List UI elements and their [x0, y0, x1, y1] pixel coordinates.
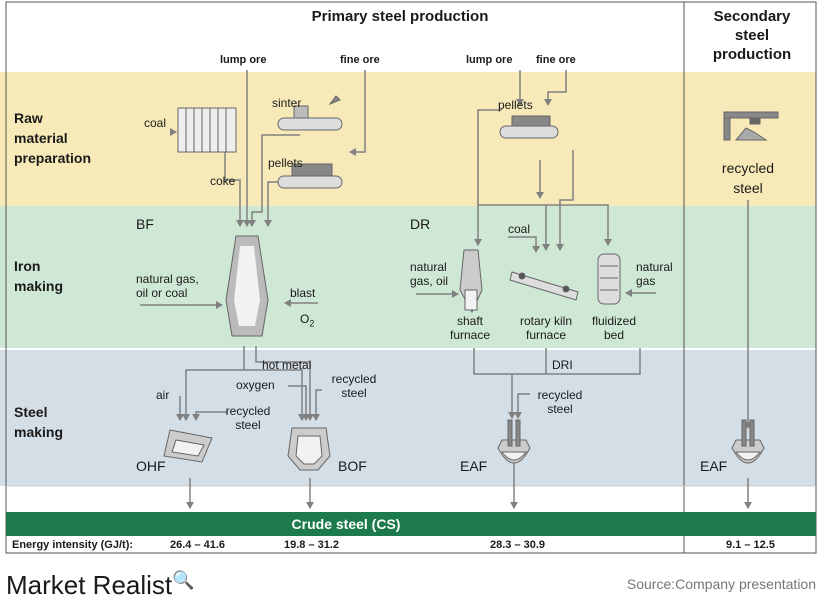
o2-subscript: 2 — [309, 318, 315, 329]
iron-making-band — [0, 206, 816, 348]
fine-ore-arrow-right — [544, 70, 567, 106]
lump-ore-label-right: lump ore — [466, 54, 513, 66]
fine-ore-label-left: fine ore — [340, 54, 380, 66]
source-note: Source:Company presentation — [626, 576, 816, 592]
dr-label: DR — [410, 216, 431, 232]
coal-label-dr: coal — [508, 222, 531, 236]
rotary-kiln-icon — [509, 271, 579, 301]
magnifier-icon: 🔍 — [172, 570, 195, 590]
natural-gas-label-right: natural gas — [636, 260, 673, 288]
pellet-plant-icon-left — [277, 163, 343, 189]
eaf-label: EAF — [460, 458, 488, 474]
dri-label: DRI — [552, 358, 573, 372]
shaft-furnace-label: shaft furnace — [449, 314, 491, 342]
ohf-furnace-icon — [163, 429, 213, 463]
eaf-secondary-label: EAF — [700, 458, 728, 474]
shaft-furnace-icon — [459, 249, 483, 314]
blast-label: blast — [290, 286, 316, 300]
crude-steel-bar: Crude steel (CS) — [6, 512, 816, 536]
coke-arrow — [224, 150, 244, 227]
sinter-label: sinter — [272, 96, 302, 110]
coal-label: coal — [144, 116, 167, 130]
ohf-label: OHF — [136, 458, 166, 474]
secondary-production-header: Secondary steel production — [712, 8, 792, 63]
energy-intensity-label: Energy intensity (GJ/t): — [12, 539, 134, 551]
energy-intensity-row: Energy intensity (GJ/t): 26.4 – 41.6 19.… — [6, 537, 816, 553]
sinter-plant-icon — [277, 95, 343, 131]
diagram-frame — [5, 1, 817, 554]
scrap-crane-icon — [723, 111, 779, 141]
stage-raw-material: Raw material preparation — [14, 110, 92, 166]
hot-metal-arrow — [255, 346, 314, 421]
air-label: air — [156, 388, 170, 402]
recycled-steel-label-2: recycled steel — [331, 372, 377, 400]
fluidized-bed-label: fluidized bed — [591, 314, 637, 342]
recycled-steel-label-3: recycled steel — [537, 388, 583, 416]
fine-ore-label-right: fine ore — [536, 54, 576, 66]
energy-value-bof: 19.8 – 31.2 — [284, 539, 340, 551]
lump-ore-label-left: lump ore — [220, 54, 267, 66]
recycled-steel-label-1: recycled steel — [225, 404, 271, 432]
brand-name: Market Realist — [6, 570, 173, 600]
brand-logo: Market Realist🔍 — [6, 570, 195, 601]
fluidized-bed-icon — [597, 253, 621, 305]
energy-value-secondary: 9.1 – 12.5 — [726, 539, 775, 551]
eaf-furnace-icon — [497, 419, 531, 464]
coke-label: coke — [210, 174, 236, 188]
natural-gas-oil-coal-label: natural gas, oil or coal — [136, 272, 199, 300]
eaf-secondary-icon — [731, 419, 765, 464]
oxygen-label: oxygen — [236, 378, 275, 392]
rotary-kiln-label: rotary kiln furnace — [519, 314, 572, 342]
bof-label: BOF — [338, 458, 367, 474]
energy-value-eaf: 28.3 – 30.9 — [490, 539, 546, 551]
primary-production-header: Primary steel production — [311, 8, 489, 25]
secondary-recycled-steel-label: recycled steel — [721, 160, 775, 196]
coal-arrow-right — [508, 236, 540, 253]
stage-steel-making: Steel making — [14, 404, 64, 440]
pellet-plant-icon-right — [499, 115, 559, 139]
bf-label: BF — [136, 216, 154, 232]
bof-converter-icon — [287, 427, 331, 471]
coke-oven-icon — [177, 107, 237, 153]
hot-metal-label: hot metal — [262, 358, 312, 372]
pellets-label-left: pellets — [268, 156, 303, 170]
energy-value-ohf: 26.4 – 41.6 — [170, 539, 226, 551]
steel-making-band — [0, 350, 816, 486]
stage-iron-making: Iron making — [14, 258, 64, 294]
fine-ore-arrow-left — [349, 70, 366, 156]
raw-material-band — [0, 72, 816, 206]
blast-furnace-icon — [225, 235, 269, 337]
o2-label: O2 — [300, 312, 314, 330]
o2-text: O — [300, 312, 310, 326]
crude-steel-title: Crude steel (CS) — [291, 516, 401, 532]
natural-gas-oil-label: natural gas, oil — [410, 260, 449, 288]
pellets-label-right: pellets — [498, 98, 533, 112]
sinter-arrow — [248, 134, 300, 227]
